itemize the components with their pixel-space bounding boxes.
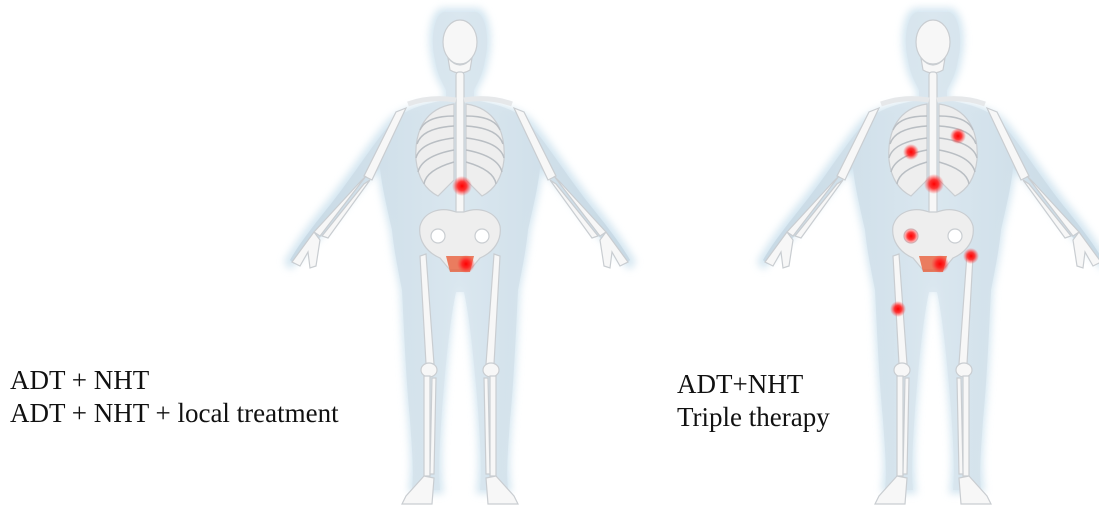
treatment-line: ADT + NHT xyxy=(10,364,339,397)
lesion-marker xyxy=(963,248,979,264)
lesion-marker xyxy=(903,144,919,160)
lesion-marker xyxy=(931,255,949,273)
treatment-label-right: ADT+NHT Triple therapy xyxy=(677,368,830,434)
lesion-marker xyxy=(457,255,475,273)
lesion-marker xyxy=(452,176,472,196)
lesion-marker xyxy=(950,128,966,144)
lesion-marker xyxy=(924,174,944,194)
lesion-marker xyxy=(890,301,906,317)
treatment-line: ADT + NHT + local treatment xyxy=(10,397,339,430)
treatment-line: ADT+NHT xyxy=(677,368,830,401)
treatment-line: Triple therapy xyxy=(677,401,830,434)
lesion-marker xyxy=(903,228,919,244)
treatment-label-left: ADT + NHT ADT + NHT + local treatment xyxy=(10,364,339,430)
